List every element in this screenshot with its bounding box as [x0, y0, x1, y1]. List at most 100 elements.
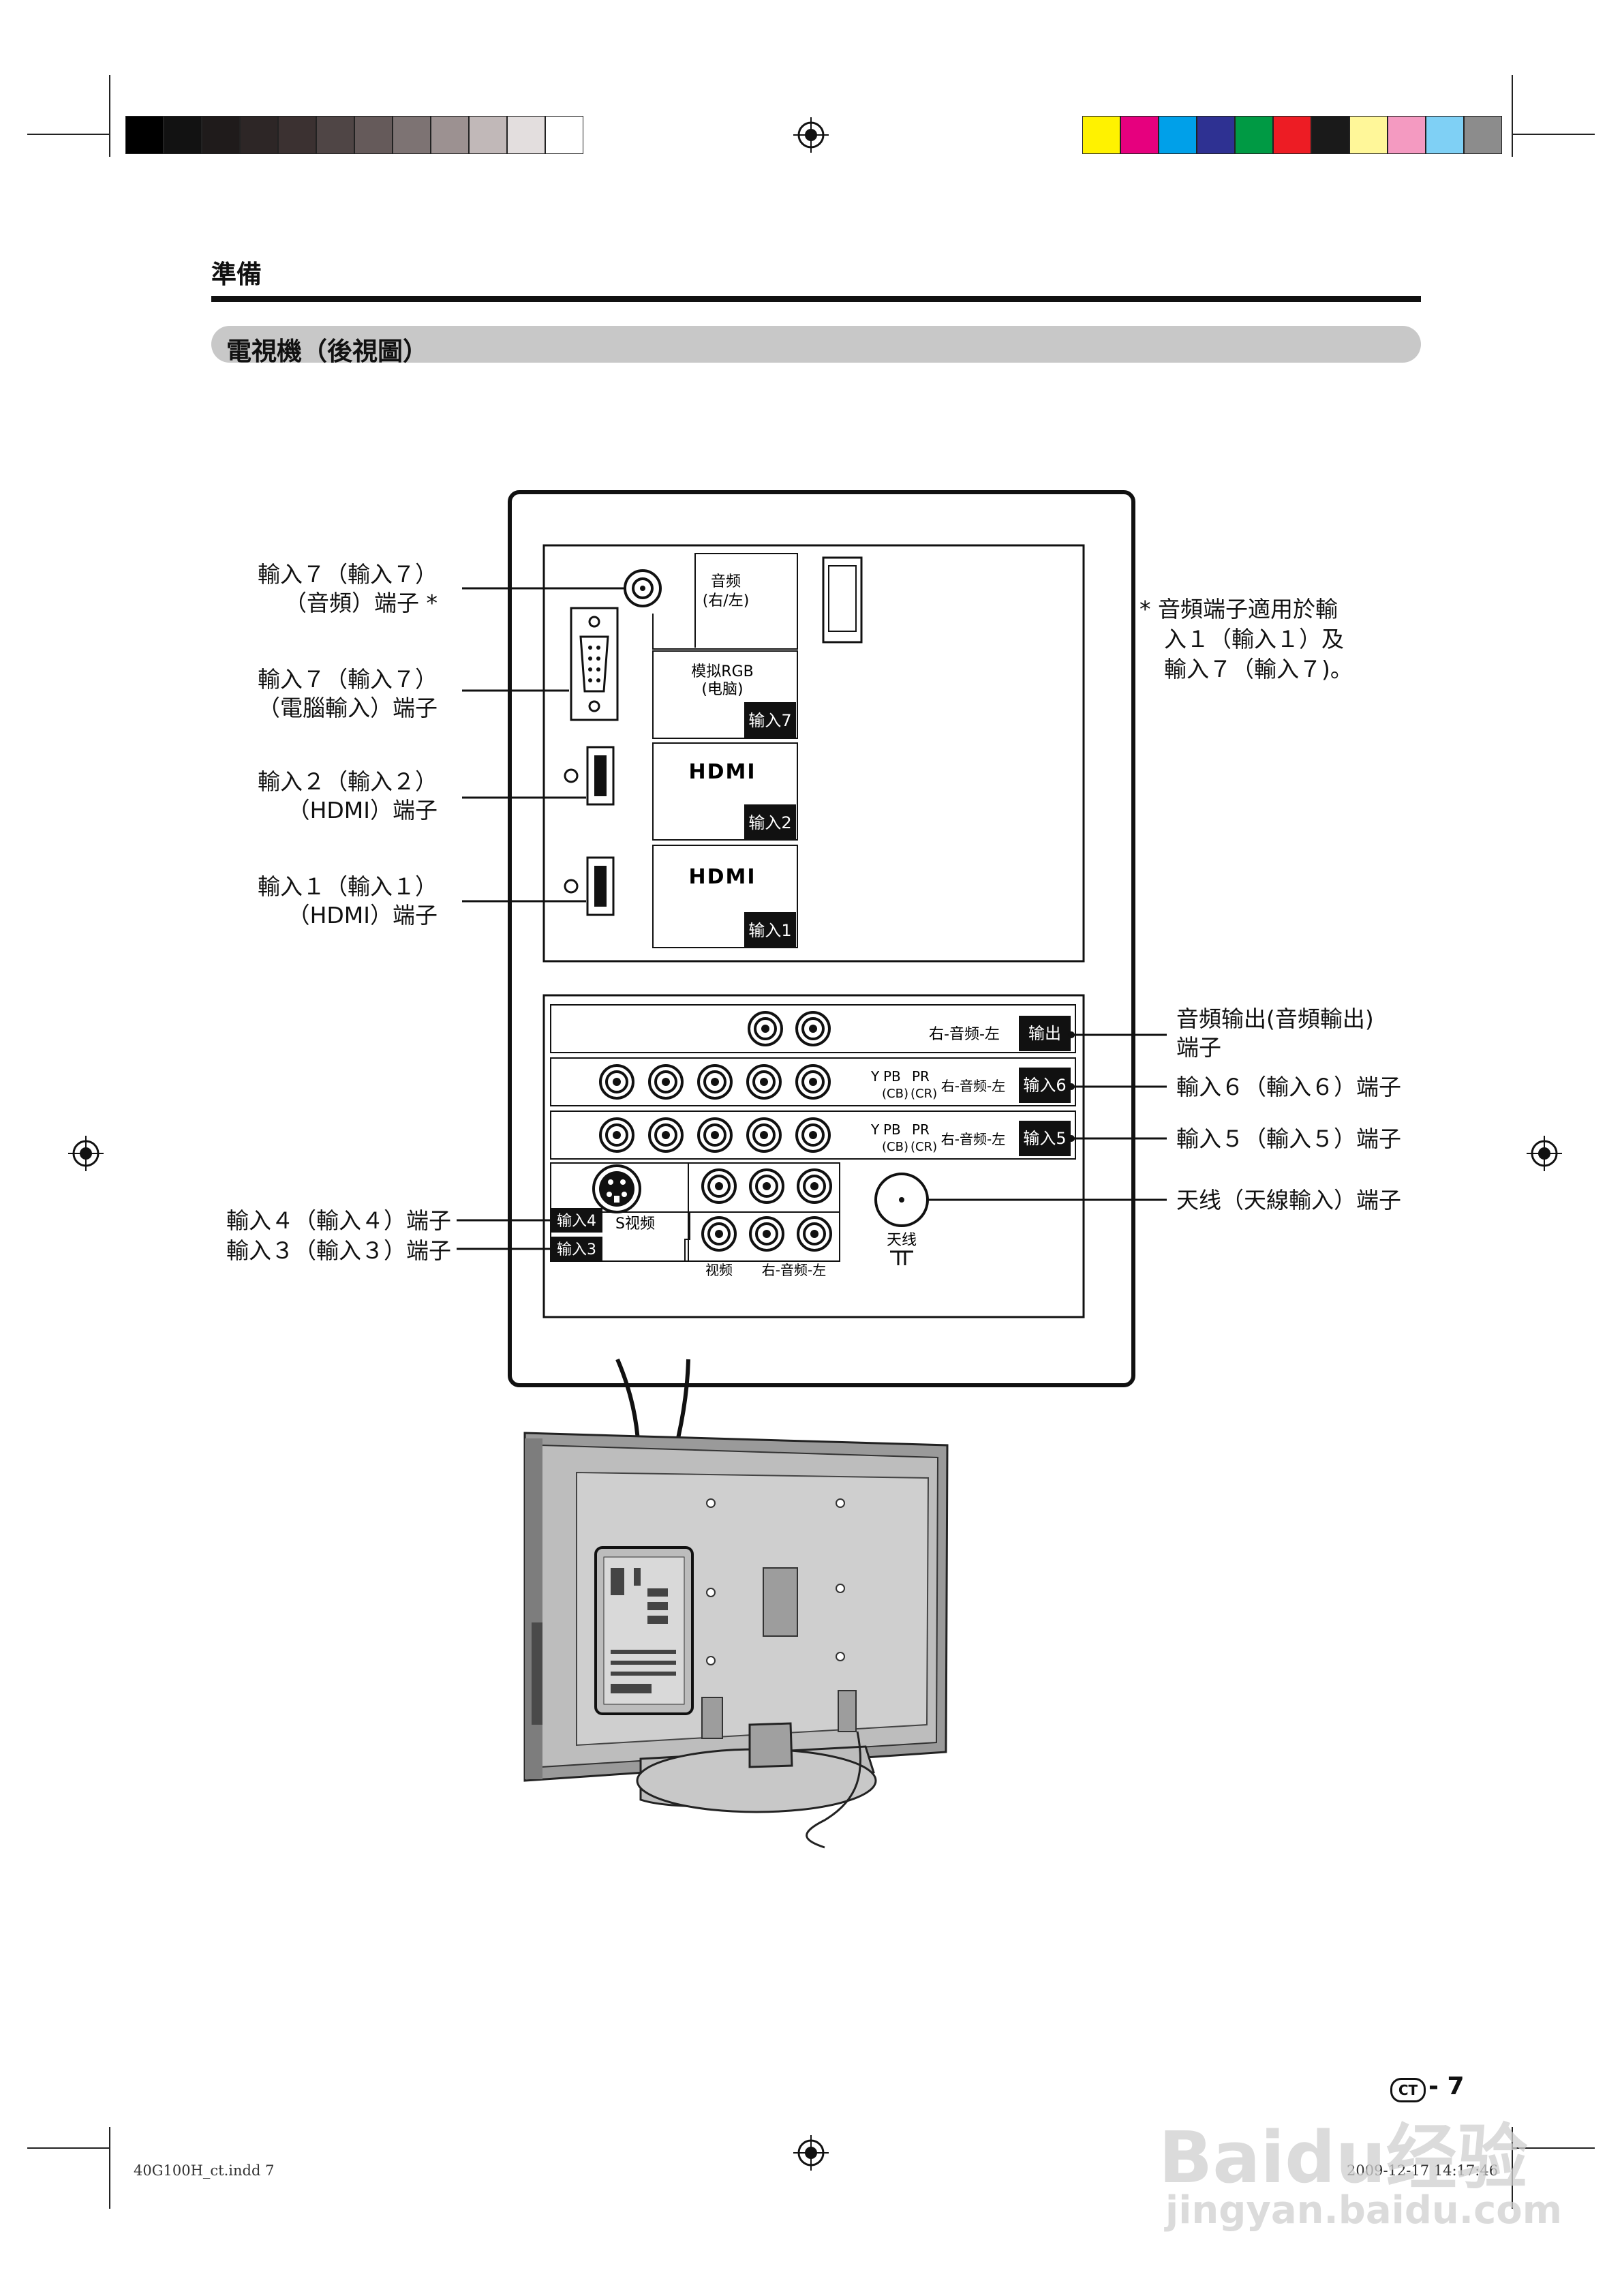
crop-mark — [109, 2127, 110, 2209]
component-cr: (CR) — [911, 1087, 937, 1101]
section-title: 準備 — [211, 260, 262, 289]
hdmi-logo: HDMI — [688, 760, 756, 784]
note-line: * 音頻端子適用於輸 — [1139, 596, 1338, 622]
rca-jack-icon — [701, 1216, 737, 1252]
color-swatch — [1426, 116, 1464, 154]
color-swatch — [164, 116, 202, 154]
rca-jack-icon — [746, 1064, 782, 1100]
rca-jack-icon — [697, 1064, 733, 1100]
row6-audio-label: 右-音频-左 — [941, 1078, 1005, 1094]
crop-mark — [1513, 2147, 1595, 2149]
antenna-label: 天线 — [887, 1232, 917, 1249]
label-line: 輸入２（輸入２） — [258, 768, 438, 795]
color-swatch — [393, 116, 431, 154]
rca-jack-icon — [749, 1216, 784, 1252]
color-swatch — [278, 116, 316, 154]
color-swatch — [240, 116, 278, 154]
label-antenna: 天线（天線輸入）端子 — [1176, 1187, 1401, 1213]
rca-jack-icon — [795, 1117, 831, 1153]
label-line: 輸入７（輸入７） — [258, 666, 438, 693]
crop-mark — [1512, 2127, 1513, 2209]
rca-jack-icon — [697, 1117, 733, 1153]
component-pr: PR — [912, 1121, 930, 1138]
component-y: Y — [870, 1121, 880, 1138]
bottom-audio-label: 右-音频-左 — [762, 1262, 826, 1278]
tag-input3: 输入3 — [557, 1241, 596, 1258]
tv-rear-illustration — [523, 1432, 949, 1849]
label-line: 輸入１（輸入１） — [258, 873, 438, 900]
color-swatch — [1082, 116, 1120, 154]
row5-audio-label: 右-音频-左 — [941, 1131, 1005, 1147]
page-title-bar: 電視機（後視圖） — [211, 326, 1421, 366]
label-input2-hdmi: 輸入２（輸入２） （HDMI）端子 — [258, 768, 438, 825]
rca-jack-icon — [748, 1011, 783, 1046]
component-cb: (CB) — [882, 1140, 908, 1154]
rca-jack-icon — [797, 1168, 832, 1204]
crop-mark — [1512, 75, 1513, 157]
vga-port-icon — [570, 607, 619, 721]
rca-jack-icon — [795, 1011, 831, 1046]
s-video-label: S视频 — [615, 1215, 655, 1233]
rca-jack-icon — [648, 1064, 684, 1100]
color-swatch — [545, 116, 583, 154]
tag-input4: 输入4 — [557, 1213, 596, 1230]
s-video-port-icon — [592, 1164, 641, 1213]
rca-jack-icon — [599, 1117, 634, 1153]
color-swatch — [469, 116, 507, 154]
label-input4: 輸入４（輸入４）端子 — [226, 1207, 451, 1234]
crop-mark — [27, 2147, 109, 2149]
label-line: （電腦輸入）端子 — [258, 695, 438, 721]
label-input7-pc: 輸入７（輸入７） （電腦輸入）端子 — [258, 665, 438, 723]
label-line: 輸入７（輸入７） — [258, 561, 438, 588]
color-swatch — [1349, 116, 1388, 154]
color-swatch — [125, 116, 164, 154]
rca-jack-icon — [599, 1064, 634, 1100]
service-slot — [822, 556, 863, 644]
footer-file-info: 40G100H_ct.indd 7 — [134, 2162, 275, 2179]
label-input5: 輸入５（輸入５）端子 — [1176, 1126, 1401, 1152]
rgb-sub-label: (电脑) — [701, 681, 743, 698]
crop-mark — [1513, 134, 1595, 135]
audio-jack-in7 — [624, 569, 662, 607]
color-swatch — [1311, 116, 1349, 154]
registration-mark-icon — [1527, 1136, 1562, 1171]
tag-output: 输出 — [1028, 1024, 1061, 1043]
crop-mark — [27, 134, 109, 135]
color-swatch — [1159, 116, 1197, 154]
component-y: Y — [870, 1068, 880, 1085]
label-line: （HDMI）端子 — [287, 797, 438, 824]
tag-input2: 输入2 — [748, 813, 791, 832]
row-out-audio-label: 右-音频-左 — [929, 1026, 1000, 1043]
rca-jack-icon — [797, 1216, 832, 1252]
component-pb: PB — [883, 1121, 901, 1138]
page-badge-text: CT — [1398, 2082, 1418, 2098]
rgb-label: 模拟RGB — [691, 663, 753, 680]
rca-jack-icon — [701, 1168, 737, 1204]
page-title: 電視機（後視圖） — [226, 337, 428, 366]
label-input6: 輸入６（輸入６）端子 — [1176, 1074, 1401, 1100]
registration-mark-icon — [793, 2135, 829, 2171]
rca-jack-icon — [746, 1117, 782, 1153]
watermark-logo: Baidu经验 — [1159, 2116, 1528, 2199]
audio-terminal-note: * 音頻端子適用於輸 入１（輸入１）及 輸入７（輸入７)。 — [1139, 594, 1353, 684]
color-swatch — [1197, 116, 1235, 154]
video-label: 视频 — [705, 1262, 733, 1278]
rca-jack-icon — [648, 1117, 684, 1153]
label-input3: 輸入３（輸入３）端子 — [226, 1237, 451, 1264]
tag-input7: 输入7 — [748, 711, 791, 730]
color-swatch — [1120, 116, 1159, 154]
label-line: （音頻）端子 * — [284, 590, 438, 616]
note-line: 入１（輸入１）及 — [1164, 626, 1344, 652]
color-swatch — [431, 116, 469, 154]
component-pr: PR — [912, 1068, 930, 1085]
tag-input6: 输入6 — [1023, 1076, 1066, 1095]
color-swatch — [316, 116, 354, 154]
watermark-url: jingyan.baidu.com — [1165, 2188, 1563, 2233]
label-line: 端子 — [1176, 1034, 1221, 1061]
antenna-port-icon — [874, 1173, 929, 1227]
color-swatch — [507, 116, 545, 154]
color-swatch — [1235, 116, 1273, 154]
component-pb: PB — [883, 1068, 901, 1085]
color-swatch — [202, 116, 240, 154]
